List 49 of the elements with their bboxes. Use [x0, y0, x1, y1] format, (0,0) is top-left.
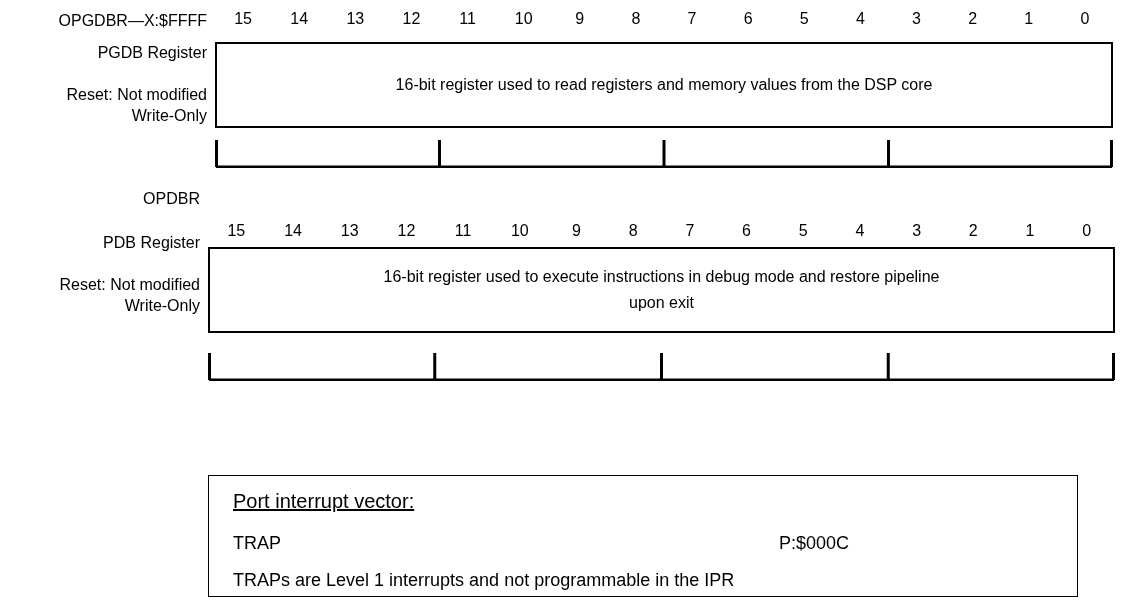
bit-number: 2: [967, 10, 979, 28]
vector-name: TRAP: [233, 533, 281, 554]
bit-number: 9: [574, 10, 586, 28]
bit-number: 5: [798, 10, 810, 28]
bit-number: 5: [797, 222, 809, 240]
register-box: [208, 247, 1115, 333]
bit-number: 6: [741, 222, 752, 240]
bit-number: 8: [627, 222, 639, 240]
bit-number: 14: [289, 10, 310, 28]
reset-value: Reset: Not modified: [66, 85, 207, 105]
bit-number: 10: [513, 10, 534, 28]
register-name: OPGDBR—X:$FFFF: [58, 11, 207, 31]
bit-number: 13: [339, 222, 360, 240]
access-type: Write-Only: [124, 296, 200, 316]
bit-number: 12: [401, 10, 422, 28]
register-description-text: 16-bit register used to execute instructions in debug mode and restore pipeline upon exit: [382, 267, 941, 313]
bit-number: 12: [396, 222, 417, 240]
bit-number: 8: [630, 10, 642, 28]
bit-number: 0: [1081, 222, 1093, 240]
bit-number: 7: [686, 10, 698, 28]
bit-number: 1: [1024, 222, 1036, 240]
access-type: Write-Only: [131, 106, 207, 126]
bit-number: 15: [233, 10, 253, 28]
vector-address: P:$000C: [779, 533, 850, 554]
bit-number: 11: [458, 10, 477, 28]
info-box: [208, 475, 1078, 597]
bit-number: 15: [226, 222, 247, 240]
bit-number: 13: [345, 10, 366, 28]
bit-number: 11: [453, 222, 473, 240]
register-name: OPDBR: [143, 189, 200, 209]
register-box: [215, 42, 1113, 128]
bit-number: 3: [911, 10, 922, 28]
bit-number: 9: [571, 222, 582, 240]
bit-number: 4: [854, 222, 866, 240]
bit-number: 10: [509, 222, 530, 240]
vector-note: TRAPs are Level 1 interrupts and not programmable in the IPR: [233, 570, 735, 591]
bit-number: 14: [283, 222, 303, 240]
bit-number: 1: [1023, 10, 1035, 28]
bit-number: 4: [855, 10, 866, 28]
bit-number: 7: [684, 222, 696, 240]
register-description: PGDB Register: [97, 43, 207, 63]
bit-number: 6: [742, 10, 754, 28]
bit-number: 3: [911, 222, 923, 240]
vector-heading: Port interrupt vector:: [233, 490, 415, 513]
register-description: PDB Register: [103, 233, 200, 253]
bit-number: 0: [1079, 10, 1091, 28]
reset-value: Reset: Not modified: [59, 275, 200, 295]
bit-number: 2: [967, 222, 979, 240]
register-description-text: 16-bit register used to read registers and memory values from the DSP core: [394, 75, 934, 95]
